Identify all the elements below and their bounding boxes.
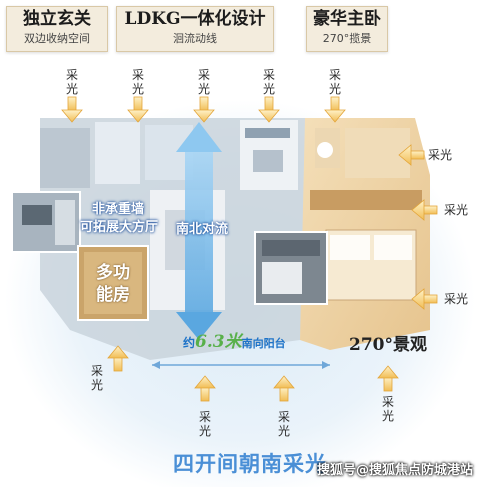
- watermark: 搜狐号@搜狐焦点防城港站: [316, 463, 473, 478]
- light-label-3: 采光: [197, 68, 210, 96]
- floorplan-base: [40, 118, 430, 360]
- light-label-4: 采光: [262, 68, 275, 96]
- light-label-9: 采光: [90, 364, 103, 392]
- light-label-12: 采光: [381, 395, 394, 423]
- view-label: 270°景观: [349, 335, 427, 355]
- master-tag: 豪华主卧 270°揽景: [306, 6, 388, 52]
- multi-function-room-card: [77, 245, 149, 321]
- bedroom-photo-card: [254, 231, 328, 305]
- light-label-5: 采光: [328, 68, 341, 96]
- wall-caption-line2: 可拓展大方厅: [80, 220, 159, 235]
- balcony-prefix: 约: [183, 336, 196, 350]
- master-tag-subtitle: 270°揽景: [322, 32, 372, 45]
- master-tag-title: 豪华主卧: [313, 9, 381, 29]
- down-arrow-icon: [61, 96, 83, 123]
- up-arrow-icon: [194, 375, 216, 402]
- left-arrow-icon: [411, 199, 438, 221]
- up-arrow-icon: [377, 365, 399, 392]
- axis-caption: 南北对流: [176, 222, 229, 237]
- down-arrow-icon: [127, 96, 149, 123]
- entrance-tag-title: 独立玄关: [23, 9, 91, 29]
- multi-room-label-line2: 能房: [96, 285, 130, 305]
- bottom-title: 四开间朝南采光: [173, 451, 327, 476]
- up-arrow-icon: [107, 345, 129, 372]
- multi-room-label-line1: 多功: [96, 263, 130, 283]
- light-label-8: 采光: [444, 292, 469, 306]
- up-arrow-icon: [273, 375, 295, 402]
- light-label-6: 采光: [428, 148, 453, 162]
- entrance-room-card: [11, 191, 81, 253]
- down-arrow-icon: [324, 96, 346, 123]
- light-label-1: 采光: [65, 68, 78, 96]
- light-label-7: 采光: [444, 203, 469, 217]
- left-arrow-icon: [411, 288, 438, 310]
- light-label-2: 采光: [131, 68, 144, 96]
- ldkg-tag: LDKG一体化设计 洄流动线: [116, 6, 274, 52]
- left-arrow-icon: [398, 144, 425, 166]
- entrance-tag-subtitle: 双边收纳空间: [24, 32, 90, 45]
- light-label-11: 采光: [277, 410, 290, 438]
- entrance-tag: 独立玄关 双边收纳空间: [6, 6, 108, 52]
- down-arrow-icon: [193, 96, 215, 123]
- down-arrow-icon: [258, 96, 280, 123]
- light-arrows: [61, 96, 438, 402]
- multi-room-label: 多功 能房: [86, 262, 140, 306]
- balcony-suffix: 南向阳台: [241, 337, 286, 350]
- balcony-value: 6.3米: [195, 332, 242, 352]
- light-label-10: 采光: [198, 410, 211, 438]
- wall-caption-line1: 非承重墙: [92, 202, 145, 217]
- ldkg-tag-title: LDKG一体化设计: [124, 9, 266, 29]
- double-arrow-icon: [176, 122, 222, 340]
- dimension-arrow-icon: [152, 361, 330, 369]
- ldkg-tag-subtitle: 洄流动线: [173, 32, 217, 45]
- balcony-label: 约6.3米南向阳台: [183, 327, 286, 352]
